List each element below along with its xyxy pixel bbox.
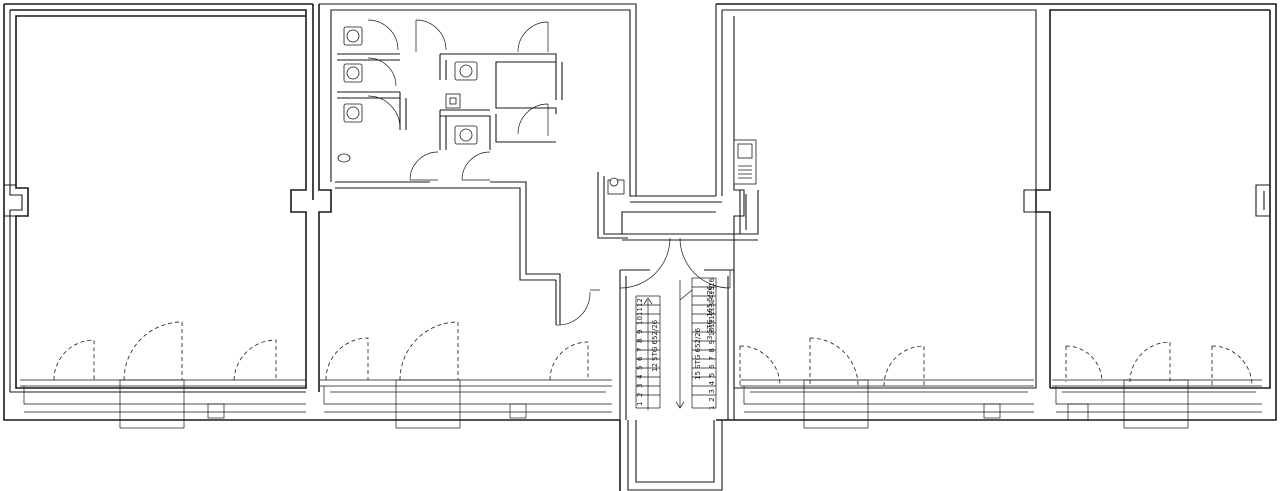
stair-right-step-8: 8 <box>708 348 716 352</box>
stair-right-formula-upper: 3 STG 165,5/26 <box>706 285 714 340</box>
stair-left-step-10: 10 <box>636 316 644 325</box>
stair-left-step-6: 6 <box>636 356 644 361</box>
toilet-doors <box>367 19 731 326</box>
stair-right: 3 STG 165,5/26 15 STG 652/26 <box>675 277 717 409</box>
stair-right-step-4: 4 <box>708 380 716 385</box>
stair-right-step-7: 7 <box>708 356 716 360</box>
stair-right-step-10: 10 <box>708 327 716 336</box>
stair-left-step-11: 11 <box>636 307 644 316</box>
central-core <box>597 172 759 491</box>
stair-right-step-11: 11 <box>708 319 716 328</box>
stair-right-step-3: 3 <box>708 389 716 393</box>
stair-right-step-15: 15 <box>708 286 716 295</box>
stair-right-step-5: 5 <box>708 373 716 377</box>
stair-right-step-2: 2 <box>708 397 716 401</box>
stair-right-step-1: 1 <box>708 406 716 410</box>
stair-right-step-16: 16 <box>708 278 716 287</box>
stair-right-step-14: 14 <box>708 294 716 303</box>
stair-right-step-9: 9 <box>708 340 716 344</box>
stair-left-step-9: 9 <box>636 330 644 334</box>
facade-right <box>739 337 1034 429</box>
facade-mid <box>320 321 612 429</box>
stair-right-step-12: 12 <box>708 311 716 320</box>
stair-left: 12 STG 652/26 <box>635 295 661 410</box>
stair-right-step-6: 6 <box>708 364 716 369</box>
stair-left-step-7: 7 <box>636 348 644 352</box>
stair-left-step-12: 12 <box>636 298 644 307</box>
stair-right-formula-lower: 15 STG 652/26 <box>694 327 702 380</box>
stair-left-formula: 12 STG 652/26 <box>651 319 659 372</box>
outer-walls <box>3 3 1277 491</box>
facade-far-right <box>1052 341 1262 429</box>
stair-left-step-5: 5 <box>636 366 644 370</box>
stair-left-step-1: 1 <box>636 402 644 406</box>
stair-left-step-2: 2 <box>636 393 644 397</box>
toilet-block <box>335 26 757 325</box>
stair-left-step-8: 8 <box>636 339 644 343</box>
stair-right-step-13: 13 <box>708 303 716 312</box>
facade-left <box>20 321 306 429</box>
stair-left-step-3: 3 <box>636 384 644 388</box>
stair-left-step-4: 4 <box>636 374 644 379</box>
